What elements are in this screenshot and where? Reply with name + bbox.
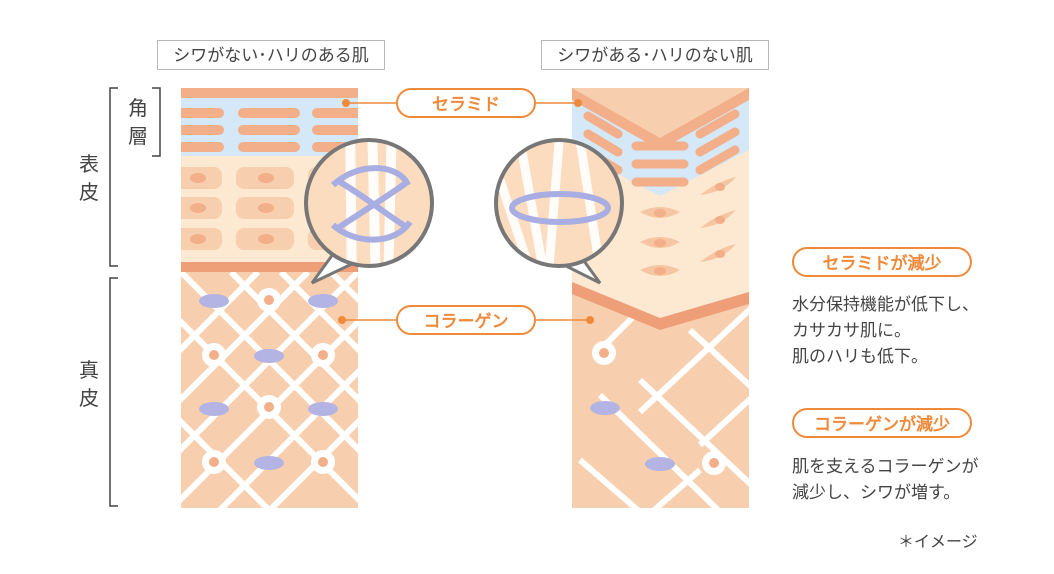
right-panel-title-text: シワがある･ハリのない肌 (557, 46, 753, 66)
left-skin-panel (181, 88, 358, 508)
collagen-callout-text: コラーゲン (423, 312, 509, 332)
ceramide-callout-text: セラミド (432, 95, 500, 115)
right-epidermis-nuclei (654, 183, 725, 275)
stratum-corneum-label: 角 層 (127, 94, 149, 150)
ceramide-callout: セラミド (396, 88, 536, 118)
stratum-corneum-bracket (152, 87, 161, 157)
epidermis-label: 表 皮 (78, 150, 100, 206)
ceramide-desc-line: 肌のハリも低下。 (792, 347, 928, 367)
ceramide-dot-left (342, 99, 350, 107)
left-magnifier (304, 138, 434, 285)
right-magnifier (494, 138, 624, 285)
collagen-decrease-badge: コラーゲンが減少 (792, 408, 972, 438)
epidermis-label-text: 表 皮 (79, 152, 99, 204)
right-panel-title: シワがある･ハリのない肌 (541, 40, 769, 70)
ceramide-desc-line: カサカサ肌に。 (792, 321, 911, 341)
image-note-text: ＊イメージ (898, 532, 978, 551)
left-fibroblast-rings (202, 288, 335, 474)
collagen-desc-line: 減少し、シワが増す。 (792, 483, 961, 503)
left-panel-title: シワがない･ハリのある肌 (157, 40, 385, 70)
left-basal-line (181, 262, 358, 272)
collagen-decrease-title: コラーゲンが減少 (814, 415, 950, 435)
right-elastin-dots (590, 401, 675, 471)
right-skin-panel (572, 88, 749, 508)
right-basal-line (572, 282, 749, 330)
collagen-callout: コラーゲン (396, 305, 536, 335)
collagen-dot-right (586, 316, 594, 324)
dermis-label-text: 真 皮 (79, 358, 99, 410)
left-panel-title-text: シワがない･ハリのある肌 (173, 46, 369, 66)
collagen-dot-left (338, 316, 346, 324)
left-top-line (181, 88, 358, 98)
ceramide-decrease-badge: セラミドが減少 (792, 247, 972, 277)
right-ceramide-layers (583, 109, 740, 187)
collagen-desc-line: 肌を支えるコラーゲンが (792, 457, 979, 477)
ceramide-desc-line: 水分保持機能が低下し、 (792, 295, 979, 315)
stratum-corneum-label-text: 角 層 (128, 96, 148, 148)
ceramide-decrease-title: セラミドが減少 (822, 254, 942, 274)
left-elastin-dots (199, 294, 338, 470)
right-fibroblast-rings (592, 341, 726, 475)
ceramide-decrease-description: 水分保持機能が低下し、 カサカサ肌に。 肌のハリも低下。 (792, 292, 1032, 370)
left-ceramide-layers (181, 108, 358, 152)
right-top-line (572, 88, 749, 150)
epidermis-bracket (109, 87, 118, 267)
collagen-decrease-description: 肌を支えるコラーゲンが 減少し、シワが増す。 (792, 454, 1032, 506)
image-note: ＊イメージ (898, 528, 978, 552)
dermis-bracket (109, 277, 118, 507)
dermis-label: 真 皮 (78, 356, 100, 412)
ceramide-dot-right (574, 99, 582, 107)
